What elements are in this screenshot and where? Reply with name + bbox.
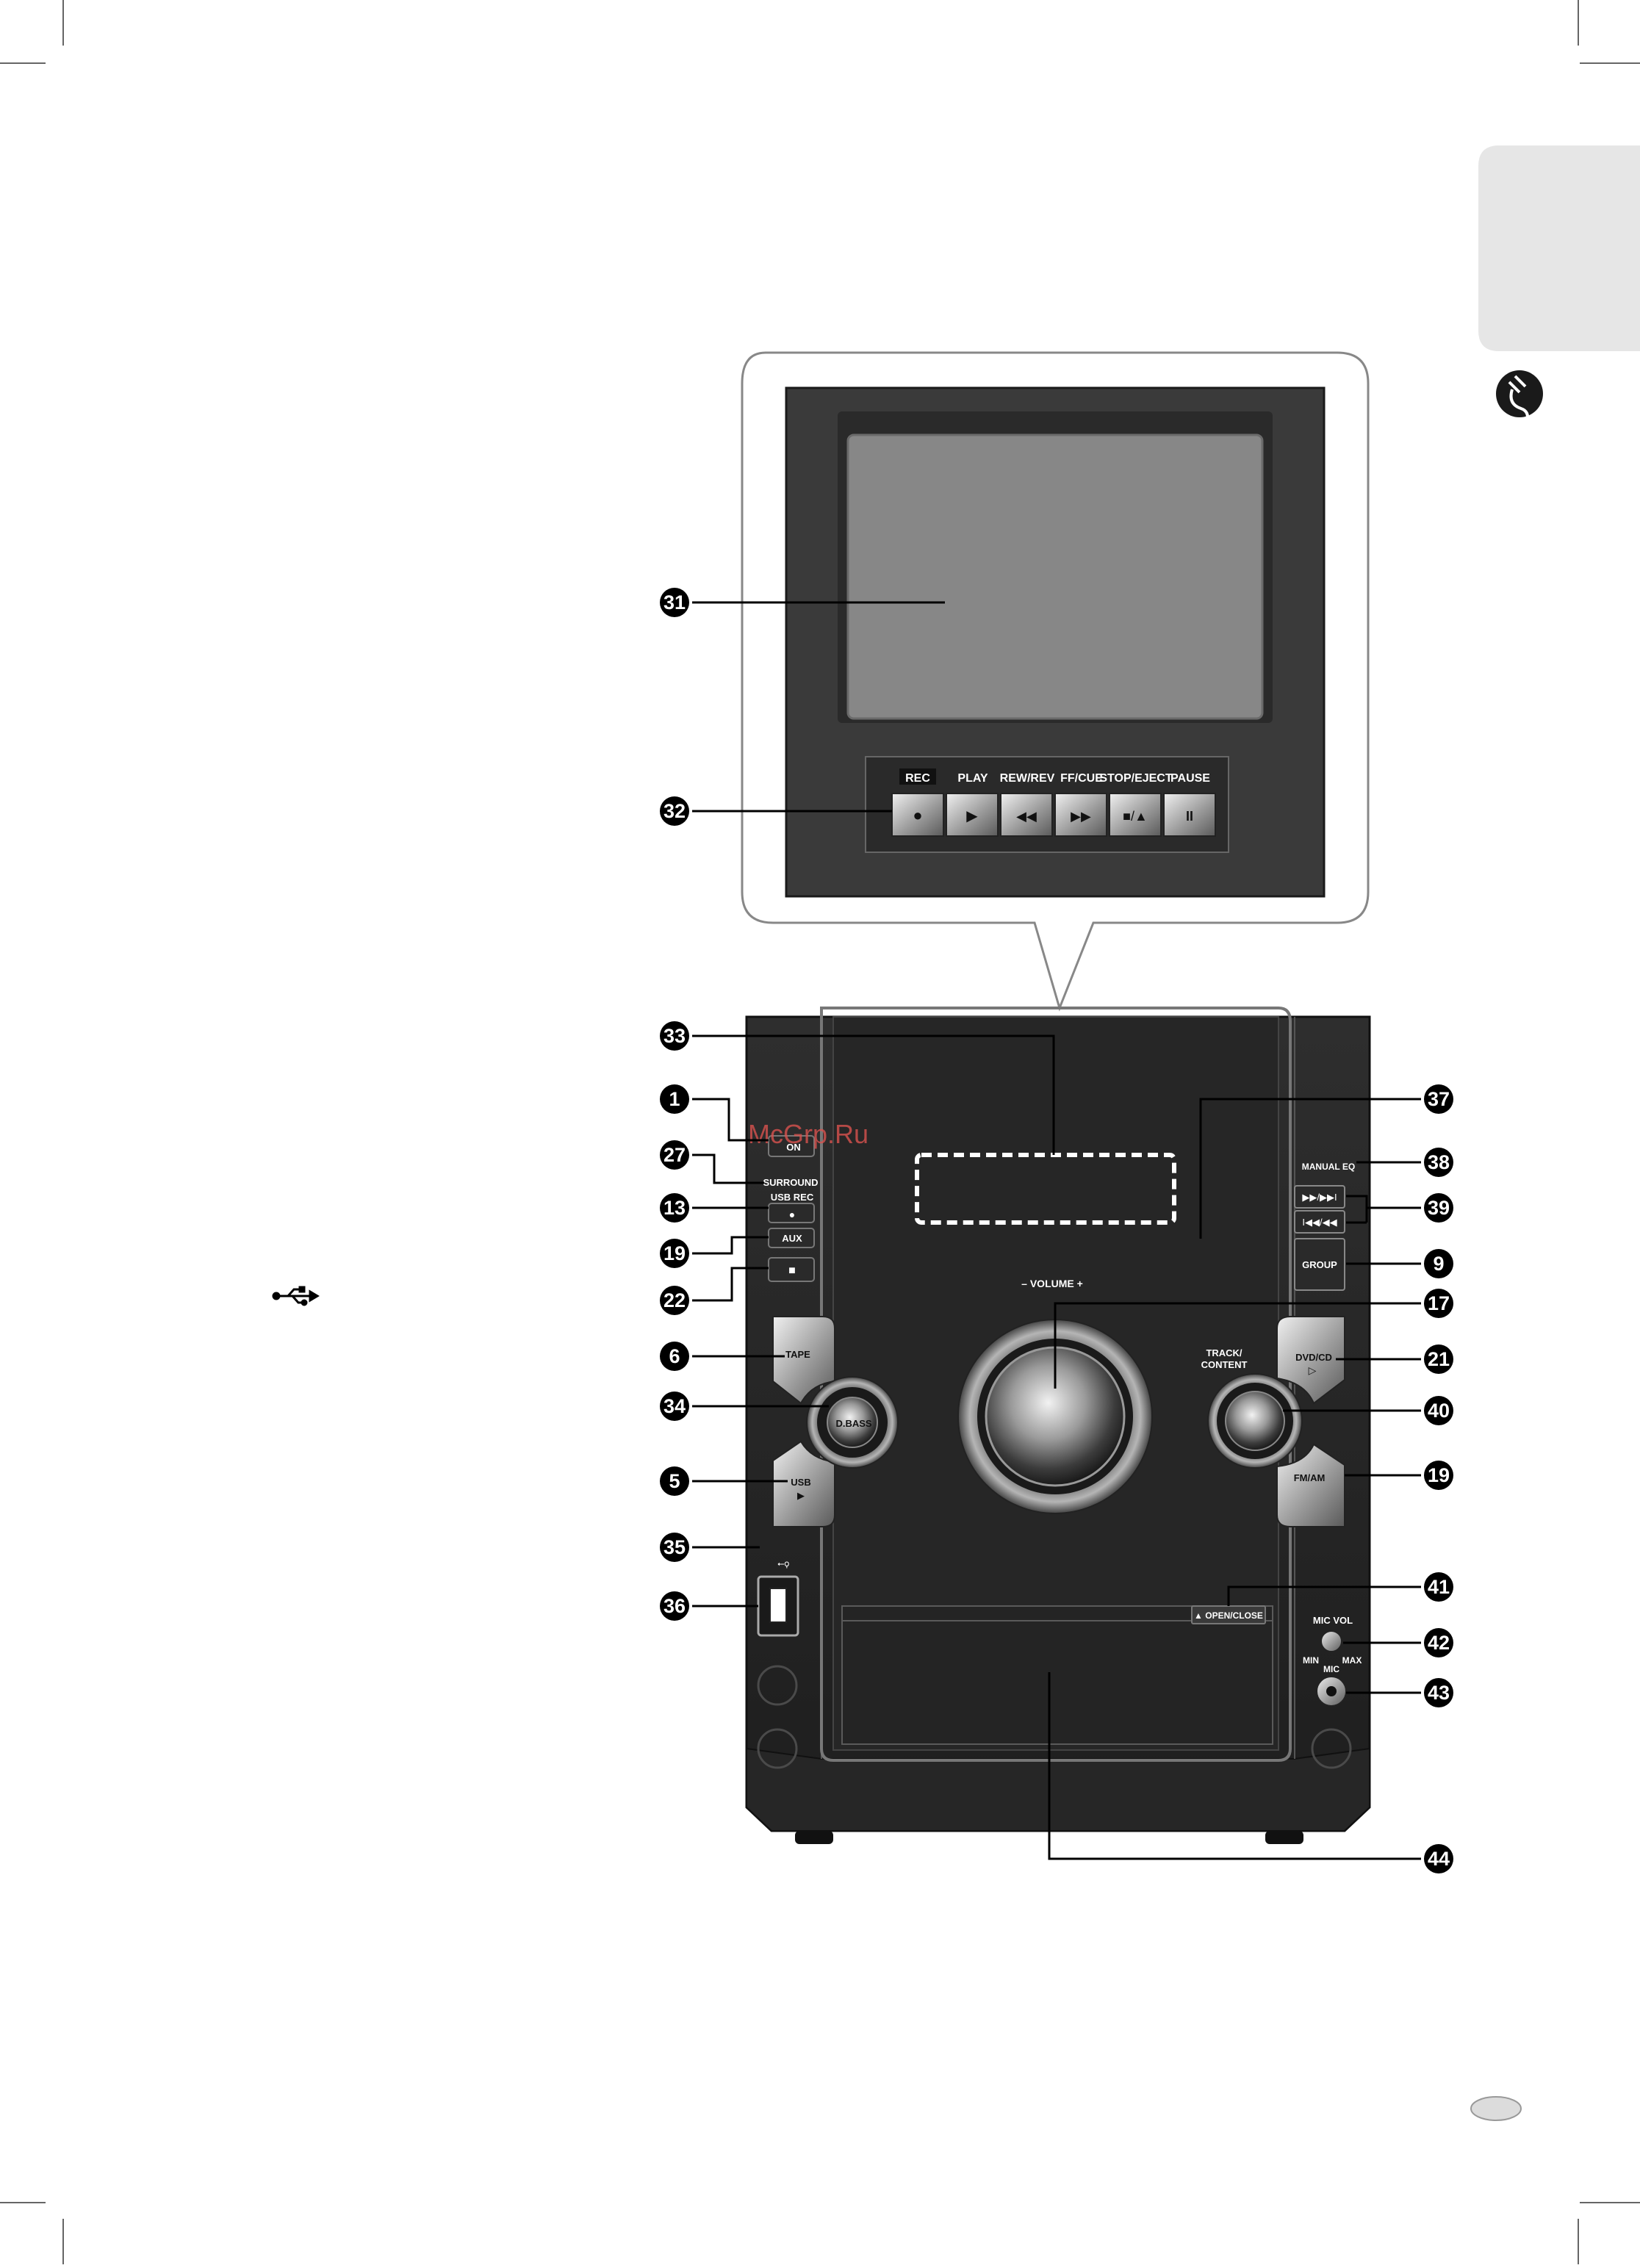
usb-label: USB xyxy=(791,1477,810,1488)
callout-13: 13 xyxy=(663,1197,686,1219)
callout-19b: 19 xyxy=(1428,1464,1450,1486)
callout-36: 36 xyxy=(663,1595,686,1617)
skip-forward-icon: ▶▶/▶▶I xyxy=(1302,1192,1337,1203)
callout-34: 34 xyxy=(663,1395,686,1417)
callout-22: 22 xyxy=(663,1289,686,1311)
deck-label-rew: REW/REV xyxy=(1000,772,1055,785)
max-label: MAX xyxy=(1342,1655,1362,1666)
callout-37: 37 xyxy=(1428,1088,1450,1110)
volume-label: – VOLUME + xyxy=(1021,1278,1083,1289)
usb-rec-label: USB REC xyxy=(771,1192,814,1203)
d-bass-label: D.BASS xyxy=(835,1418,871,1429)
dvd-cd-label: DVD/CD xyxy=(1295,1352,1332,1363)
mic-vol-knob[interactable] xyxy=(1321,1631,1342,1652)
rewind-icon: ◀◀ xyxy=(1016,809,1037,824)
callout-32: 32 xyxy=(663,800,686,822)
callout-38: 38 xyxy=(1428,1151,1450,1173)
deck-label-ff: FF/CUE xyxy=(1060,772,1103,785)
usb-port-icon: ⭠⚲ xyxy=(777,1558,790,1569)
side-tab xyxy=(1478,145,1640,351)
deck-label-stop: STOP/EJECT xyxy=(1099,772,1173,785)
mic-vol-label: MIC VOL xyxy=(1313,1615,1353,1626)
surround-label[interactable]: SURROUND xyxy=(763,1177,818,1188)
callout-19a: 19 xyxy=(663,1242,686,1264)
track-content-label-1: TRACK/ xyxy=(1206,1347,1242,1358)
deck-label-play: PLAY xyxy=(957,772,988,785)
callout-39: 39 xyxy=(1428,1197,1450,1219)
callout-31: 31 xyxy=(663,591,686,613)
callout-43: 43 xyxy=(1428,1682,1450,1704)
mic-label: MIC xyxy=(1323,1664,1339,1674)
plug-icon xyxy=(1496,370,1543,422)
usb-rec-dot-icon: ● xyxy=(789,1209,795,1220)
callout-33: 33 xyxy=(663,1025,686,1047)
fm-am-label: FM/AM xyxy=(1294,1472,1326,1483)
callout-5: 5 xyxy=(669,1470,680,1492)
callout-17: 17 xyxy=(1428,1292,1450,1314)
min-label: MIN xyxy=(1303,1655,1319,1666)
callout-1: 1 xyxy=(669,1088,680,1110)
page-number-badge xyxy=(1471,2097,1521,2120)
callout-21: 21 xyxy=(1428,1348,1450,1370)
callout-41: 41 xyxy=(1428,1576,1450,1598)
fast-forward-icon: ▶▶ xyxy=(1071,809,1091,824)
dvd-cd-play-icon: ▷ xyxy=(1309,1364,1317,1376)
deck-controls: REC PLAY REW/REV FF/CUE STOP/EJECT PAUSE… xyxy=(866,757,1229,852)
manual-eq-label[interactable]: MANUAL EQ xyxy=(1302,1162,1355,1172)
deck-label-rec: REC xyxy=(905,772,930,785)
callout-9: 9 xyxy=(1433,1253,1444,1275)
track-content-label-2: CONTENT xyxy=(1201,1359,1248,1370)
disc-tray[interactable] xyxy=(842,1606,1273,1744)
callout-35: 35 xyxy=(663,1536,686,1558)
callout-44: 44 xyxy=(1428,1848,1450,1870)
usb-play-icon: ▶ xyxy=(797,1490,805,1501)
callout-6: 6 xyxy=(669,1345,680,1367)
callout-27: 27 xyxy=(663,1144,686,1166)
deck-label-pause: PAUSE xyxy=(1170,772,1210,785)
callout-40: 40 xyxy=(1428,1400,1450,1422)
group-label: GROUP xyxy=(1302,1259,1337,1270)
cassette-door[interactable] xyxy=(848,435,1262,719)
rec-icon: ● xyxy=(913,806,922,824)
aux-label: AUX xyxy=(782,1233,802,1244)
skip-back-icon: I◀◀/◀◀ xyxy=(1302,1217,1337,1228)
usb-icon xyxy=(273,1287,317,1305)
pause-icon: II xyxy=(1186,809,1193,824)
track-content-knob[interactable] xyxy=(1226,1392,1284,1450)
tape-label: TAPE xyxy=(785,1349,810,1360)
watermark: McGrp.Ru xyxy=(748,1119,868,1149)
stop-icon: ■ xyxy=(788,1264,796,1277)
play-icon: ▶ xyxy=(966,808,978,824)
open-close-label: ▲ OPEN/CLOSE xyxy=(1194,1610,1263,1621)
stop-eject-icon: ■/▲ xyxy=(1123,809,1148,824)
callout-42: 42 xyxy=(1428,1632,1450,1654)
